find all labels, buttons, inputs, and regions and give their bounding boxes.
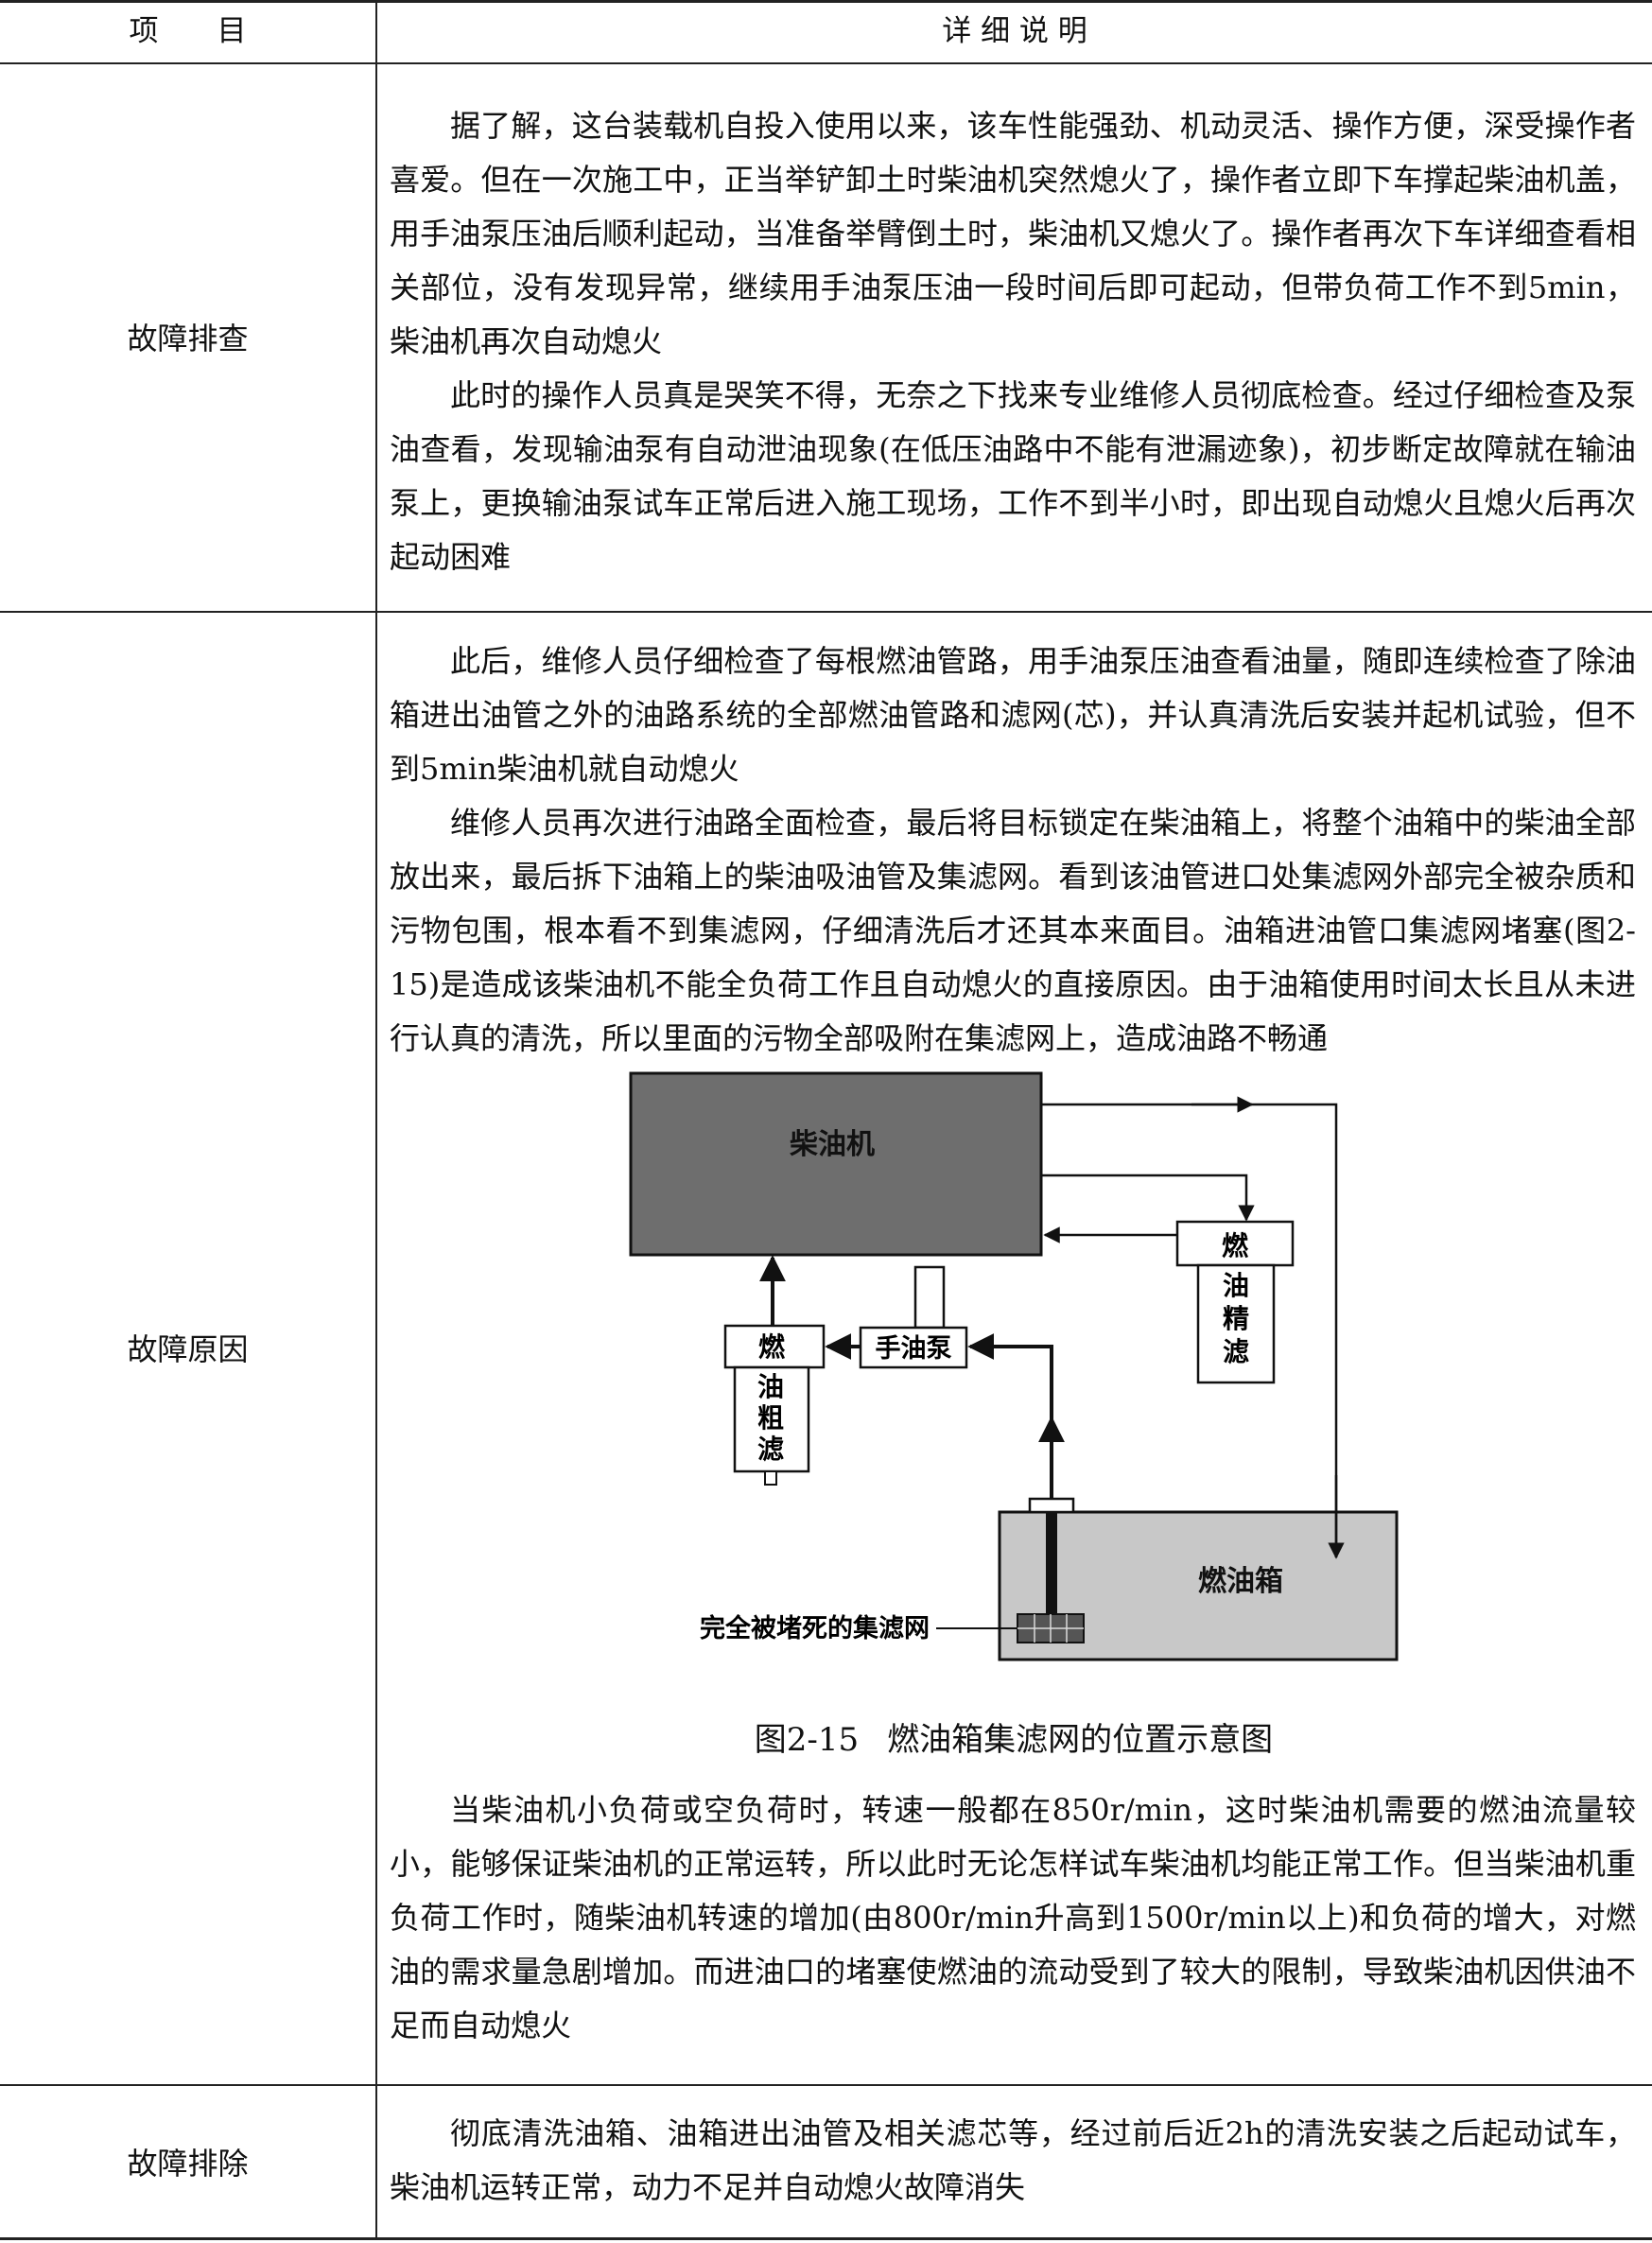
fuel-tank-label: 燃油箱 xyxy=(1198,1565,1283,1598)
row-label-fix: 故障排除 xyxy=(127,2146,249,2182)
figure-title: 燃油箱集滤网的位置示意图 xyxy=(887,1721,1274,1759)
fine-filter-char-1: 燃 xyxy=(1222,1230,1249,1261)
tank-cap xyxy=(1028,1497,1075,1514)
row-label-troubleshooting: 故障排查 xyxy=(127,321,249,356)
fuel-system-diagram: 柴油机 燃油箱 燃 油 精 滤 燃 油 粗 滤 手油泵 完全被堵死的集滤网 xyxy=(629,1071,1399,1661)
engine-box xyxy=(629,1071,1043,1257)
row-rule-2 xyxy=(0,2084,1652,2086)
coarse-filter-char-2: 油 xyxy=(757,1371,784,1402)
column-divider xyxy=(375,0,377,2240)
fine-filter-head xyxy=(1175,1220,1295,1267)
row-content-cause: 此后，维修人员仔细检查了每根燃油管路，用手油泵压油查看油量，随即连续检查了除油箱… xyxy=(390,635,1636,1066)
hand-pump-plunger xyxy=(913,1265,946,1330)
row-content-troubleshooting: 据了解，这台装载机自投入使用以来，该车性能强劲、机动灵活、操作方便，深受操作者喜… xyxy=(390,99,1636,584)
fine-filter-char-2: 油 xyxy=(1223,1270,1249,1301)
paragraph: 彻底清洗油箱、油箱进出油管及相关滤芯等，经过前后近2h的清洗安装之后起动试车，柴… xyxy=(390,2115,1636,2205)
engine-label: 柴油机 xyxy=(790,1128,875,1161)
row-content-cause-continued: 当柴油机小负荷或空负荷时，转速一般都在850r/min，这时柴油机需要的燃油流量… xyxy=(390,1783,1636,2053)
coarse-filter-char-3: 粗 xyxy=(757,1402,784,1434)
paragraph: 维修人员再次进行油路全面检查，最后将目标锁定在柴油箱上，将整个油箱中的柴油全部放… xyxy=(390,805,1636,1056)
row-label-cause: 故障原因 xyxy=(127,1331,249,1367)
coarse-filter-drain xyxy=(764,1470,777,1486)
hand-pump-box xyxy=(859,1326,968,1369)
fine-filter-line xyxy=(1041,1174,1255,1222)
fine-filter-char-3: 精 xyxy=(1223,1303,1249,1334)
fine-filter-char-4: 滤 xyxy=(1223,1336,1249,1367)
header-rule xyxy=(0,62,1652,64)
strainer-label: 完全被堵死的集滤网 xyxy=(700,1613,930,1643)
fine-filter-body xyxy=(1196,1263,1276,1384)
return-line xyxy=(1041,1103,1338,1557)
table-bottom-rule xyxy=(0,2237,1652,2240)
header-item: 项 目 xyxy=(129,14,247,48)
clogged-strainer xyxy=(1017,1613,1085,1643)
row-rule-1 xyxy=(0,611,1652,613)
header-detail: 详 细 说 明 xyxy=(942,14,1087,48)
figure-number: 图2-15 xyxy=(754,1721,860,1759)
coarse-filter-char-4: 滤 xyxy=(757,1434,784,1465)
paragraph: 据了解，这台装载机自投入使用以来，该车性能强劲、机动灵活、操作方便，深受操作者喜… xyxy=(390,108,1636,359)
hand-pump-label: 手油泵 xyxy=(876,1334,952,1364)
table-top-rule xyxy=(0,0,1652,3)
suction-line xyxy=(967,1333,1053,1499)
paragraph: 当柴油机小负荷或空负荷时，转速一般都在850r/min，这时柴油机需要的燃油流量… xyxy=(390,1792,1636,2043)
suction-pipe xyxy=(1046,1512,1057,1614)
paragraph: 此时的操作人员真是哭笑不得，无奈之下找来专业维修人员彻底检查。经过仔细检查及泵油… xyxy=(390,377,1636,575)
row-content-fix: 彻底清洗油箱、油箱进出油管及相关滤芯等，经过前后近2h的清洗安装之后起动试车，柴… xyxy=(390,2107,1636,2215)
paragraph: 此后，维修人员仔细检查了每根燃油管路，用手油泵压油查看油量，随即连续检查了除油箱… xyxy=(390,643,1636,787)
figure-caption: 图2-15 燃油箱集滤网的位置示意图 xyxy=(375,1713,1652,1760)
coarse-filter-char-1: 燃 xyxy=(758,1331,786,1363)
